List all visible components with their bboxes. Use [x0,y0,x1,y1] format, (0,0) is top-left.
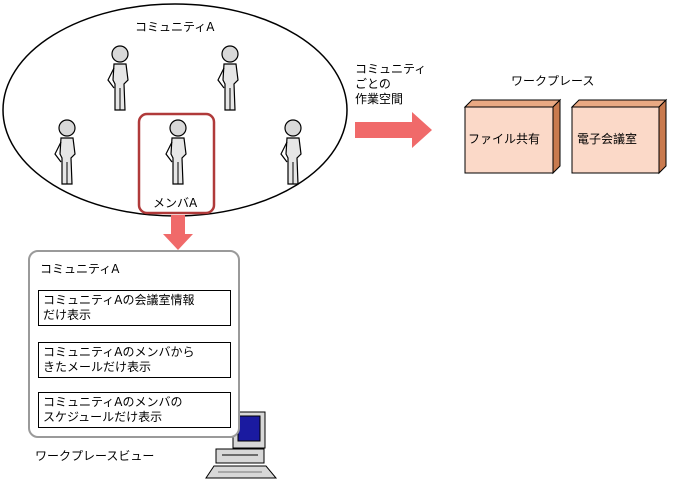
workspace-arrow [355,112,432,148]
e-meeting-box [570,98,668,175]
workplace-title: ワークプレース [511,74,595,88]
view-caption: ワークプレースビュー [35,449,155,463]
workplace-view-panel: コミュニティA コミュニティAの会議室情報 だけ表示 コミュニティAのメンバから… [28,250,240,438]
file-share-label: ファイル共有 [468,132,541,146]
workspace-arrow-label-line3: 作業空間 [355,92,404,106]
community-title: コミュニティA [135,20,215,34]
view-item-line: きたメールだけ表示 [43,360,152,374]
workspace-arrow-label-line2: ごとの [355,77,391,91]
view-item-line: スケジュールだけ表示 [43,410,163,424]
view-item-line: コミュニティAのメンバから [43,345,195,359]
down-arrow [163,215,193,250]
member-a-highlight [137,112,216,215]
view-item-line: コミュニティAの会議室情報 [43,293,195,307]
workspace-arrow-label-line1: コミュニティ [355,62,427,76]
view-item-member-schedule[interactable]: コミュニティAのメンバの スケジュールだけ表示 [38,392,231,428]
file-share-box [463,98,562,175]
view-header: コミュニティA [40,262,120,276]
view-item-member-mail[interactable]: コミュニティAのメンバから きたメールだけ表示 [38,342,231,378]
view-item-meeting-info[interactable]: コミュニティAの会議室情報 だけ表示 [38,290,231,326]
view-item-line: コミュニティAのメンバの [43,395,183,409]
view-item-line: だけ表示 [43,308,92,322]
member-a-label: メンバA [153,196,198,210]
e-meeting-label: 電子会議室 [577,132,638,146]
